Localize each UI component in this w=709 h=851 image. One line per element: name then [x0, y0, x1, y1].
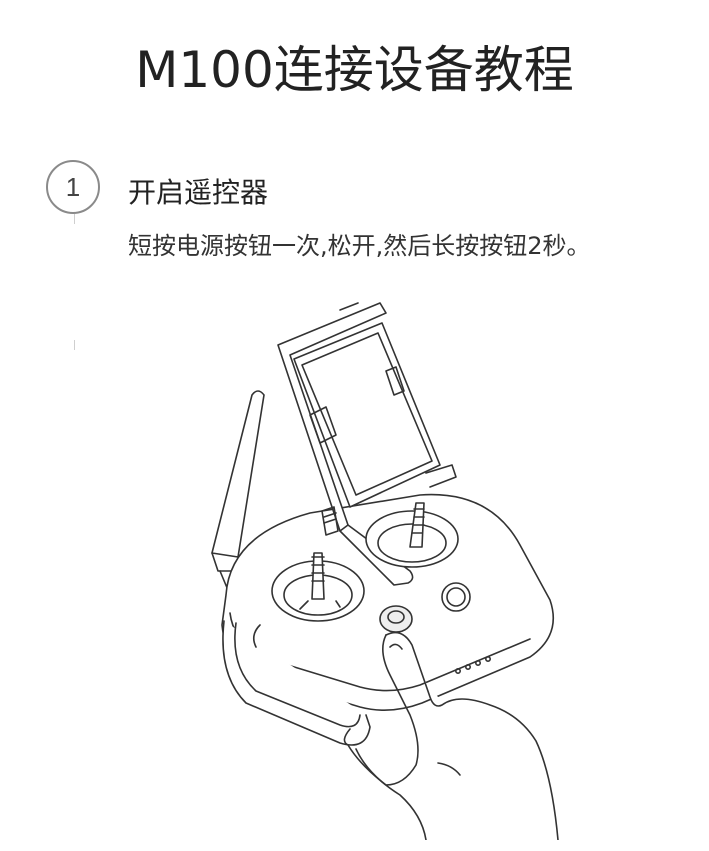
step-description: 短按电源按钮一次,松开,然后长按按钮2秒。 — [128, 232, 591, 260]
controller-body — [221, 493, 554, 746]
rth-button-icon — [441, 582, 471, 612]
power-button-icon — [379, 605, 413, 633]
device-holder — [277, 302, 457, 586]
right-control-stick — [365, 502, 459, 568]
step-title: 开启遥控器 — [128, 176, 269, 209]
step-number: 1 — [65, 171, 81, 202]
timeline-tick — [74, 214, 75, 224]
left-control-stick — [271, 552, 365, 622]
timeline-tick — [74, 340, 75, 350]
battery-indicator-icon — [454, 655, 491, 674]
page-title: M100连接设备教程 — [135, 41, 574, 99]
dial-icon — [321, 506, 339, 536]
step-number-badge: 1 — [46, 160, 100, 214]
antenna-icon — [211, 390, 265, 596]
pointing-hand-icon — [343, 631, 559, 840]
remote-controller-illustration — [211, 302, 559, 840]
